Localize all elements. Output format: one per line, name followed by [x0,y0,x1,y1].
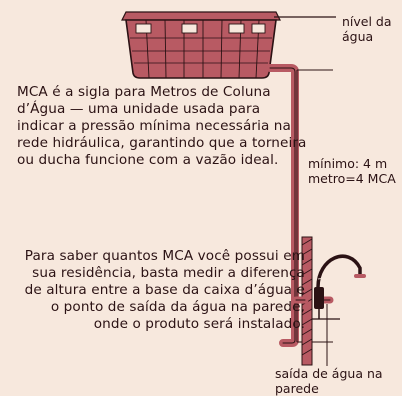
tank-window-far-right [251,23,266,34]
mca-description: MCA é a sigla para Metros de Coluna d’Ág… [17,84,307,168]
outlet-label: saída de água na parede [275,366,383,396]
water-pipe-outline [269,67,296,344]
minimum-height-label: mínimo: 4 m metro=4 MCA [308,156,396,186]
water-tank-top-rim [121,11,281,21]
water-tank-icon [121,11,281,79]
measurement-instructions: Para saber quantos MCA você possui em su… [24,248,305,332]
tank-window-left [135,23,152,34]
wall-faucet-icon [312,254,366,320]
mca-diagram [121,11,366,366]
water-tank-band [130,37,272,64]
tank-window-center [181,23,198,34]
water-level-label: nível da água [342,14,392,44]
tank-window-right [228,23,245,34]
